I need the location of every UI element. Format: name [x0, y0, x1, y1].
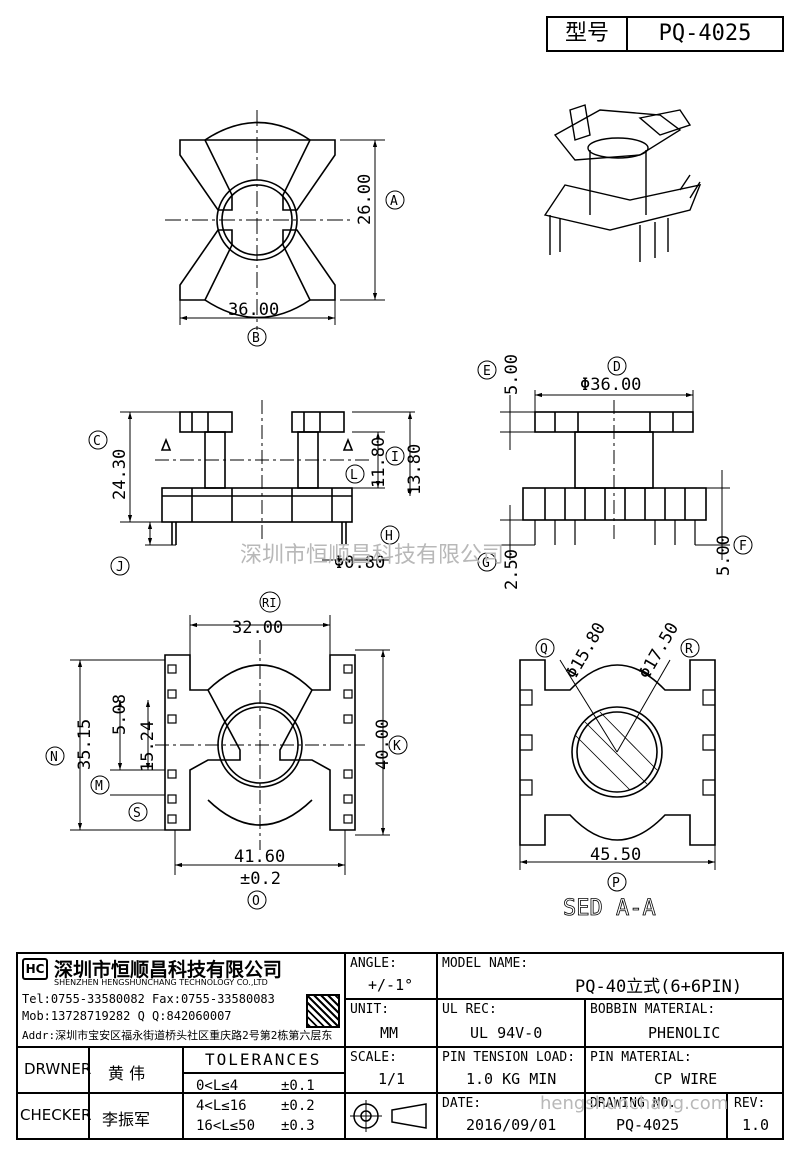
watermark-text: 深圳市恒顺昌科技有限公司: [240, 543, 504, 568]
dim-32-00: 32.00: [232, 618, 283, 638]
tension-value: 1.0 KG MIN: [466, 1070, 557, 1088]
model-name-value: PQ-40立式(6+6PIN): [575, 977, 743, 997]
technical-drawing: 26.00 36.00 A B: [45, 104, 753, 921]
tolerance-row: 0<L≤4 ±0.1: [196, 1078, 341, 1094]
ul-value: UL 94V-0: [470, 1024, 543, 1042]
scale-label: SCALE:: [350, 1050, 397, 1065]
tolerance-value: ±0.1: [281, 1078, 315, 1094]
tag-j: J: [116, 560, 124, 575]
top-view: [165, 110, 385, 330]
tag-n: N: [50, 750, 58, 765]
company-name-cn: 深圳市恒顺昌科技有限公司: [54, 959, 283, 981]
bobbin-label: BOBBIN MATERIAL:: [590, 1002, 716, 1017]
qr-code: [306, 994, 340, 1028]
dim-24-30: 24.30: [110, 449, 130, 500]
section-view: [519, 659, 716, 870]
company-logo: HC: [22, 958, 48, 980]
tag-r: R: [685, 642, 693, 657]
unit-label: UNIT:: [350, 1002, 390, 1017]
company-cell: HC 深圳市恒顺昌科技有限公司 SHENZHEN HENGSHUNCHANG T…: [18, 954, 344, 1046]
projection-symbol-icon: [350, 1100, 427, 1132]
angle-label: ANGLE:: [350, 956, 397, 971]
dim-15-24: 15.24: [138, 721, 158, 772]
dim-2-50: 2.50: [502, 549, 522, 590]
checker-label: CHECKER: [20, 1106, 92, 1124]
pin-value: CP WIRE: [654, 1070, 718, 1088]
title-block: [16, 952, 784, 1140]
pin-label: PIN MATERIAL:: [590, 1050, 692, 1065]
model-header-box: 型号 PQ-4025: [546, 16, 784, 52]
rev-value: 1.0: [742, 1116, 770, 1134]
bobbin-value: PHENOLIC: [648, 1024, 721, 1042]
watermark-url: hengshunchang.com: [540, 1093, 729, 1114]
checker-value: 李振军: [102, 1110, 151, 1129]
tolerance-row: 4<L≤16 ±0.2: [196, 1098, 341, 1114]
dim-17-50-dia: Φ17.50: [635, 619, 683, 682]
tag-i: I: [391, 450, 399, 465]
company-mob: Mob:13728719282 Q Q:842060007: [22, 1009, 232, 1023]
tag-a: A: [390, 194, 398, 209]
tolerance-range: 16<L≤50: [196, 1118, 256, 1134]
dim-13-80: 13.80: [405, 444, 425, 495]
tag-o: O: [252, 894, 260, 909]
tolerance-row: 16<L≤50 ±0.3: [196, 1118, 341, 1134]
tag-q: Q: [540, 642, 548, 657]
dim-15-80-dia: Φ15.80: [562, 619, 610, 682]
tag-h: H: [385, 529, 393, 544]
dim-36-top: 36.00: [228, 300, 279, 320]
dim-11-80: 11.80: [369, 437, 389, 488]
tag-d: D: [613, 360, 621, 375]
drawing-label: DRAWING NO.: [590, 1096, 677, 1111]
tag-k: K: [393, 739, 401, 754]
bottom-view: [70, 615, 390, 875]
tag-ri: RI: [262, 596, 276, 610]
tag-p: P: [612, 876, 620, 891]
dim-26: 26.00: [355, 174, 375, 225]
tolerances-label: TOLERANCES: [205, 1050, 322, 1069]
model-header-label: 型号: [548, 18, 628, 50]
model-name-label: MODEL NAME:: [442, 956, 529, 971]
company-addr: Addr:深圳市宝安区福永街道桥头社区重庆路2号第2栋第六层东: [22, 1029, 333, 1042]
dim-41-60: 41.60: [234, 847, 285, 867]
unit-value: MM: [380, 1024, 399, 1042]
dim-5-00-right: 5.00: [714, 535, 734, 576]
tag-l: L: [350, 468, 358, 483]
angle-value: +/-1°: [368, 976, 414, 994]
date-label: DATE:: [442, 1096, 482, 1111]
side-view: [500, 390, 730, 560]
tag-e: E: [483, 364, 491, 379]
tolerance-value: ±0.2: [281, 1098, 315, 1114]
tag-f: F: [739, 539, 747, 554]
drawer-label: DRWNER: [24, 1060, 92, 1078]
dim-tol-0-2: ±0.2: [240, 869, 281, 889]
tag-m: M: [95, 779, 103, 794]
dim-36-dia: Φ36.00: [580, 375, 641, 395]
tag-s: S: [133, 806, 141, 821]
tag-g: G: [482, 556, 490, 571]
model-header-value: PQ-4025: [658, 21, 752, 46]
dim-35-15: 35.15: [75, 719, 95, 770]
tag-c: C: [93, 434, 101, 449]
front-view: [120, 400, 415, 561]
dim-45-50: 45.50: [590, 845, 641, 865]
company-tel: Tel:0755-33580082 Fax:0755-33580083: [22, 992, 275, 1006]
dim-pin-dia: Φ0.80: [334, 553, 385, 573]
dim-5-00-top: 5.00: [502, 354, 522, 395]
ul-label: UL REC:: [442, 1002, 497, 1017]
tolerance-range: 4<L≤16: [196, 1098, 247, 1114]
company-name-en: SHENZHEN HENGSHUNCHANG TECHNOLOGY CO.,LT…: [54, 978, 268, 987]
tolerance-range: 0<L≤4: [196, 1078, 239, 1094]
tolerance-value: ±0.3: [281, 1118, 315, 1134]
dim-40-00: 40.00: [373, 719, 393, 770]
rev-label: REV:: [734, 1096, 766, 1111]
dim-5-08: 5.08: [110, 694, 130, 735]
isometric-view: [543, 104, 702, 262]
scale-value: 1/1: [378, 1070, 406, 1088]
drawing-value: PQ-4025: [616, 1116, 680, 1134]
drawer-value: 黄 伟: [108, 1064, 146, 1083]
tension-label: PIN TENSION LOAD:: [442, 1050, 576, 1065]
date-value: 2016/09/01: [466, 1116, 557, 1134]
section-caption: SED A-A: [563, 896, 656, 921]
tag-b: B: [252, 331, 260, 346]
